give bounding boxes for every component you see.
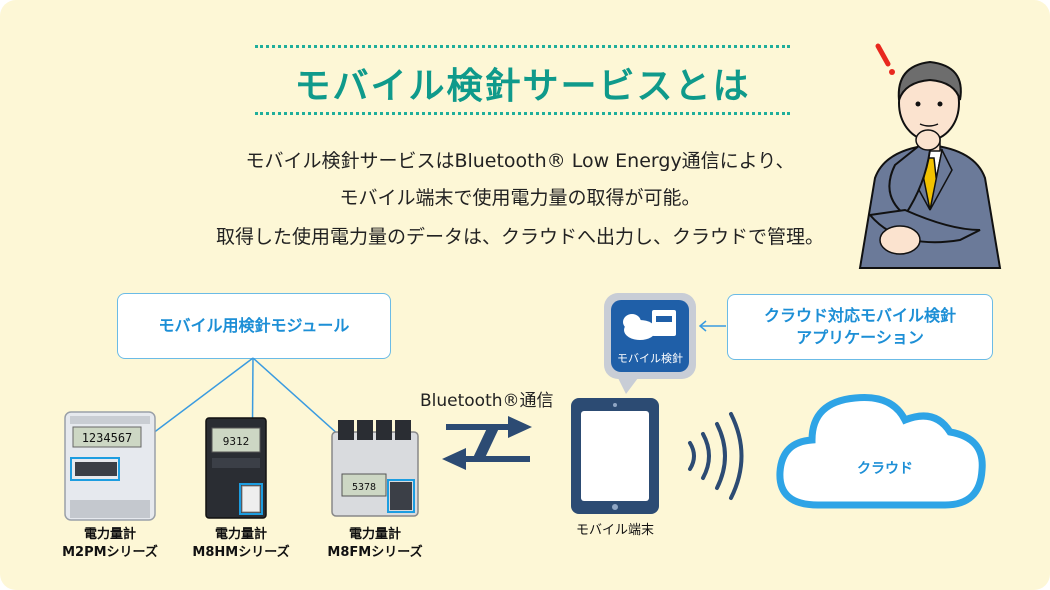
app-callout-line-2: アプリケーション <box>796 328 924 347</box>
meter-m8fm-image <box>331 420 419 517</box>
meter-m2pm-caption: 電力量計 M2PMシリーズ <box>55 526 165 561</box>
exclamation-icon <box>875 43 895 75</box>
meter-m8fm-caption-line-2: M8FMシリーズ <box>327 544 423 560</box>
cloud-label: クラウド <box>857 461 913 477</box>
meter-m8hm-caption-line-2: M8HMシリーズ <box>192 544 290 560</box>
app-callout: クラウド対応モバイル検針 アプリケーション <box>727 294 993 360</box>
page-title: モバイル検針サービスとは <box>294 66 751 107</box>
app-callout-line-1: クラウド対応モバイル検針 <box>763 305 956 325</box>
description-line-2: モバイル端末で使用電力量の取得が可能。 <box>339 187 701 209</box>
meter-m8fm-caption: 電力量計 M8FMシリーズ <box>320 526 430 561</box>
meter-m2pm-caption-line-1: 電力量計 <box>83 527 136 542</box>
tablet-icon <box>571 398 659 514</box>
title-dotted-rule-bottom <box>255 112 790 115</box>
app-icon <box>604 293 696 394</box>
meter-m8hm-caption-line-1: 電力量計 <box>214 527 267 542</box>
module-callout: モバイル用検針モジュール <box>117 293 391 359</box>
meter-m2pm-display: 1234567 <box>82 431 133 445</box>
meter-m8fm-caption-line-1: 電力量計 <box>348 527 401 542</box>
meter-m8fm-display: 5378 <box>352 482 376 493</box>
meter-m8hm-display: 9312 <box>223 435 250 448</box>
bluetooth-arrows-icon <box>442 416 532 470</box>
signal-waves-icon <box>688 412 744 500</box>
meter-m2pm-image <box>64 411 156 521</box>
meter-m2pm-caption-line-2: M2PMシリーズ <box>62 544 158 560</box>
meter-m8hm-image <box>205 417 267 519</box>
description-line-1: モバイル検針サービスはBluetooth® Low Energy通信により、 <box>245 150 795 172</box>
description-line-3: 取得した使用電力量のデータは、クラウドへ出力し、クラウドで管理。 <box>215 226 824 248</box>
app-icon-label: モバイル検針 <box>617 351 683 365</box>
title-dotted-rule-top <box>255 45 790 48</box>
bluetooth-label: Bluetooth®通信 <box>420 391 554 411</box>
cloud-icon <box>776 393 986 509</box>
device-label: モバイル端末 <box>575 523 654 538</box>
meter-m8hm-caption: 電力量計 M8HMシリーズ <box>186 526 296 561</box>
